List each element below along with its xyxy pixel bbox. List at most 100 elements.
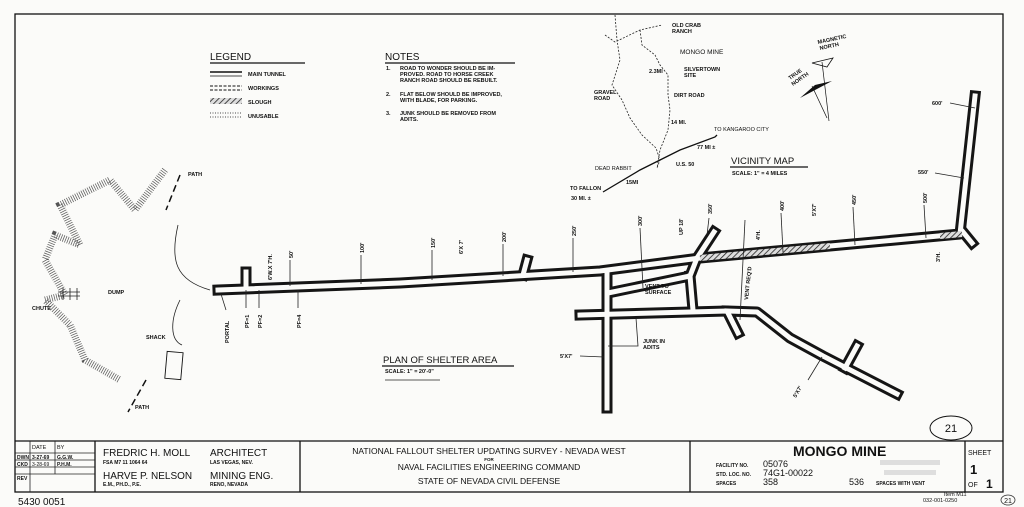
vicinity-map-title: VICINITY MAP [731,156,794,167]
station-label: 350' [708,203,714,214]
spaces-vent-value: 536 [849,477,864,487]
map-label: MAGNETIC [817,34,847,46]
station-label: 500' [923,192,929,203]
std-loc-no: 74G1-00022 [763,468,813,478]
plan-label: JUNK IN [643,339,665,345]
survey-state: STATE OF NEVADA CIVIL DEFENSE [418,476,561,486]
shack-outline [164,350,184,381]
station-label: 200' [502,231,508,242]
facility-no: 05076 [763,459,788,469]
map-label-mongo-mine: MONGO MINE [680,49,724,56]
station-label: 550' [918,170,929,176]
map-label: 14 MI. [671,120,687,126]
plan-label: PORTAL [225,320,231,343]
note-number: 1. [386,66,391,72]
sheet-number: 1 [970,462,977,477]
circled-number: 21 [945,423,957,435]
map-label: TO FALLON [570,186,601,192]
us-50-highway [602,134,718,193]
item-note: Item M11 [944,492,967,498]
plan-label: 5'X7' [560,354,573,360]
map-label: OLD CRAB [672,23,701,29]
std-loc-label: STD. LOC. NO. [716,472,752,478]
vicinity-map-scale: SCALE: 1" = 4 MILES [732,171,788,177]
map-label: 30 MI. ± [571,196,591,202]
note-number: 2. [386,92,391,98]
plan-label: SURFACE [645,290,672,296]
notes-title: NOTES [385,52,420,63]
legend: LEGEND MAIN TUNNEL WORKINGS SLOUGH UNUSA… [210,52,305,120]
plan-label: SHACK [146,335,166,341]
plan-label: DUMP [108,290,125,296]
map-label: SILVERTOWN [684,67,720,73]
architect-name: FREDRIC H. MOLL [103,448,191,459]
slough-swatch [210,98,242,104]
ckd-by: P.H.M. [57,462,72,468]
notes: NOTES 1. ROAD TO WONDER SHOULD BE IM- PR… [385,52,515,123]
redacted-location [880,460,940,465]
plan-label: 5'X7' [812,203,818,216]
legend-unusable: UNUSABLE [248,114,279,120]
drawing-border [14,13,1004,493]
legend-title: LEGEND [210,52,251,63]
sheet-label: SHEET [968,450,992,457]
plan-labels: PORTAL PF=1 PF=2 PF=4 6'W.X 7'H. 6'X 7' … [220,203,942,399]
plan-label: CHUTE [32,306,51,312]
station-label: 250' [572,225,578,236]
plan-label: PATH [188,172,202,178]
engineer-city: RENO, NEVADA [210,482,248,488]
architect-city: LAS VEGAS, NEV. [210,460,253,466]
station-label: 50' [289,250,295,258]
dump-slope [38,167,168,384]
sheet-total: 1 [986,477,993,491]
spaces-vent-label: SPACES WITH VENT [876,481,925,487]
plan-scale: SCALE: 1" = 20'-0" [385,369,434,375]
engineer-cred: E.M., PH.D., P.E. [103,482,142,488]
map-label: SITE [684,73,697,79]
plan-label: ADITS [643,345,660,351]
station-label: 300' [638,215,644,226]
station-label: 400' [780,200,786,211]
rev-label: REV [17,476,28,482]
map-label: GRAVEL [594,90,617,96]
map-label: TO KANGAROO CITY [714,127,769,133]
architect-title: ARCHITECT [210,448,267,459]
note-text: JUNK SHOULD BE REMOVED FROM [400,111,496,117]
plan-label: PF=2 [258,315,264,328]
ckd-label: CKD [17,462,28,468]
map-label: 15MI [626,180,639,186]
by-header: BY [57,445,65,451]
note-number: 3. [386,111,391,117]
date-header: DATE [32,445,47,451]
circled-page-number: 21 [1004,498,1012,505]
legend-main-tunnel: MAIN TUNNEL [248,72,287,78]
archive-number: 5430 0051 [18,497,66,507]
map-label: NORTH [819,42,839,52]
tunnel-system [212,89,982,414]
survey-for: FOR [484,457,494,462]
note-text: RANCH ROAD SHOULD BE REBUILT. [400,78,498,84]
map-label: U.S. 50 [676,162,694,168]
slough-band [939,231,963,239]
plan-label: PF=4 [297,314,303,328]
station-markers: 50' 100' 150' 200' 250' 300' 350' 400' 4… [289,101,976,289]
engineer-name: HARVE P. NELSON [103,471,192,482]
plan-label: 4'H. [756,230,762,240]
facility-no-label: FACILITY NO. [716,463,749,469]
spaces-value: 358 [763,477,778,487]
legend-workings: WORKINGS [248,86,279,92]
legend-slough: SLOUGH [248,100,272,106]
vicinity-map: OLD CRAB RANCH MONGO MINE SILVERTOWN SIT… [570,14,847,202]
note-text: FLAT BELOW SHOULD BE IMPROVED, [400,92,502,98]
dwn-date: 3-27-69 [32,455,49,461]
station-label: 600' [932,101,943,107]
dwn-label: DWN [17,455,29,461]
title-block: DATE BY DWN 3-27-69 G.G.W. CKD 3-28-69 P… [15,440,1003,492]
plan-label: 5'X7' [793,385,805,399]
survey-agency: NAVAL FACILITIES ENGINEERING COMMAND [398,462,581,472]
plan-label: 6'W.X 7'H. [268,254,274,280]
engineer-title: MINING ENG. [210,471,273,482]
redacted-county [884,470,936,475]
survey-title: NATIONAL FALLOUT SHELTER UPDATING SURVEY… [352,446,625,456]
